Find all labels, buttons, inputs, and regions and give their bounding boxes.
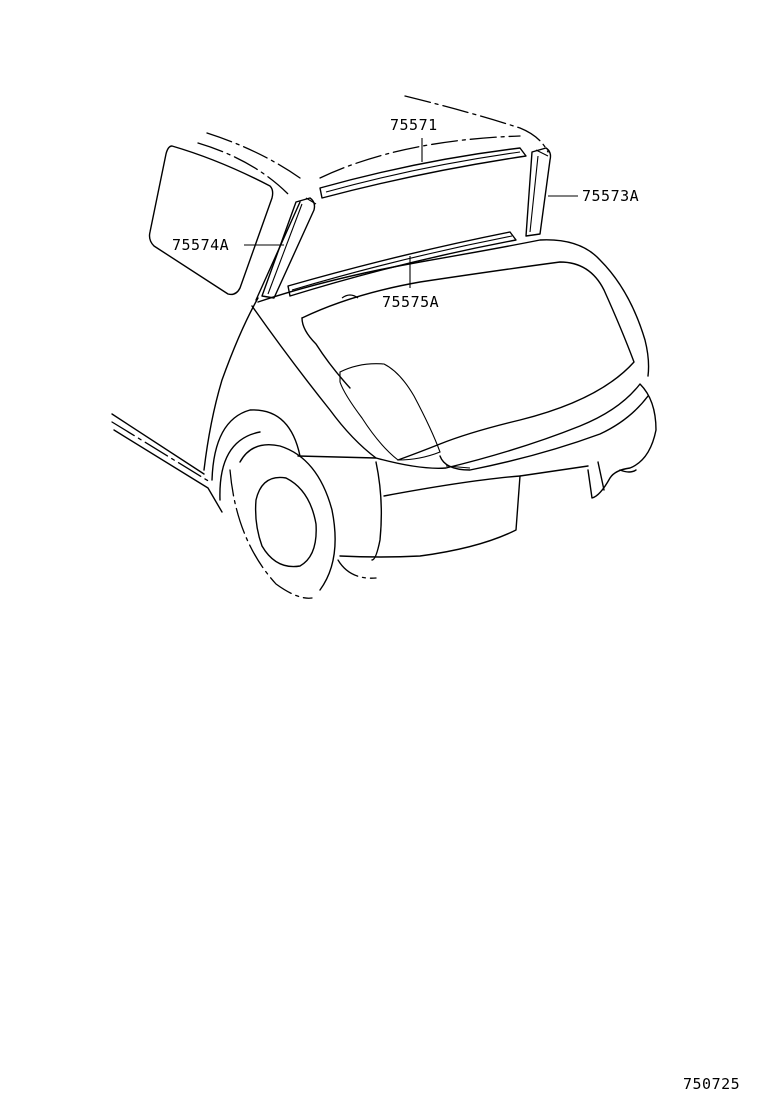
figure-code: 750725 (683, 1075, 740, 1093)
part-label-75571: 75571 (390, 116, 438, 134)
part-label-75575A: 75575A (382, 293, 439, 311)
part-label-75573A: 75573A (582, 187, 639, 205)
part-label-75574A: 75574A (172, 236, 229, 254)
wheel-hub (254, 476, 317, 568)
moulding-roof-75571[interactable] (319, 147, 527, 199)
moulding-pillar-left-75574A[interactable] (261, 197, 317, 299)
tail-lamp-outline (339, 363, 441, 461)
moulding-lower-75575A[interactable] (287, 231, 517, 297)
car-body-outline (111, 95, 657, 599)
moulding-pillar-right-75573A[interactable] (525, 147, 552, 237)
rear-quarter-window (148, 145, 274, 296)
